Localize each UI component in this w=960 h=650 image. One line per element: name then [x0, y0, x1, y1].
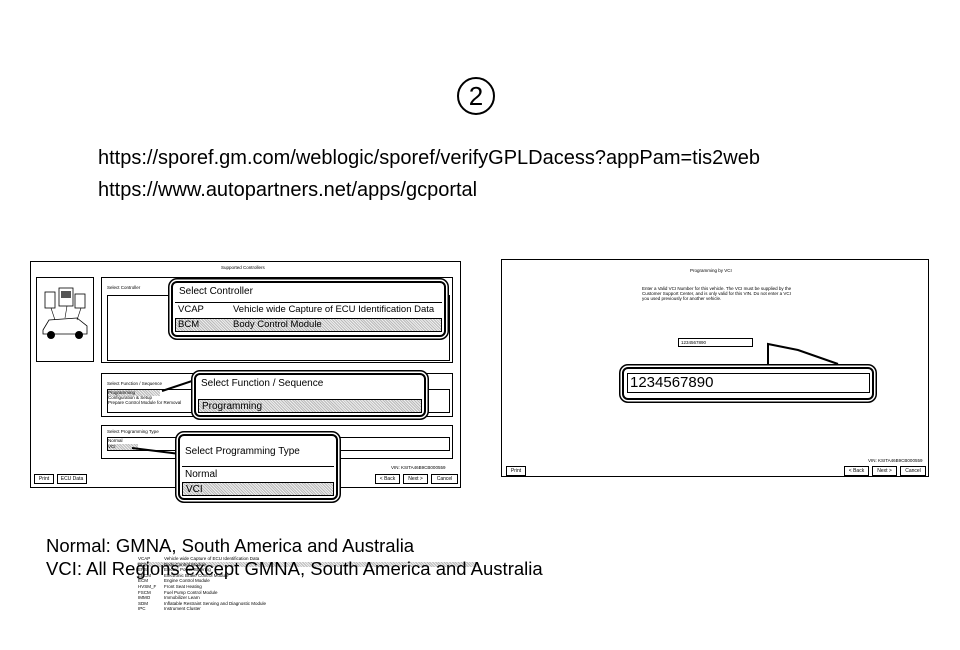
- callout-normal-text: Normal: [185, 469, 218, 480]
- callout-bcm-name: Body Control Module: [233, 319, 322, 330]
- controller-code: ECM: [138, 578, 148, 584]
- vci-callout-value: 1234567890: [627, 373, 870, 393]
- car-diagnostic-icon: [42, 287, 88, 339]
- callout-row-bcm[interactable]: BCM Body Control Module: [175, 318, 442, 332]
- callout-programming-text: Programming: [202, 401, 263, 412]
- callout-bcm-code: BCM: [178, 319, 200, 330]
- controller-row[interactable]: HVSM_F Front Seat Heating: [137, 584, 477, 590]
- callout-type-vci[interactable]: VCI: [182, 482, 334, 496]
- controller-row[interactable]: SDM Inflatable Restraint Sensing and Diag…: [137, 601, 477, 607]
- controller-name: Electric Power Steering: [164, 567, 211, 573]
- print-button[interactable]: Print: [34, 474, 54, 484]
- function-item-programming[interactable]: Programming: [108, 390, 160, 396]
- callout-vcap-code: VCAP: [178, 304, 204, 315]
- callout-vcap-name: Vehicle wide Capture of ECU Identificati…: [233, 304, 435, 315]
- callout-controller-title: Select Controller: [179, 286, 253, 297]
- back-button[interactable]: < Back: [375, 474, 400, 484]
- vci-instructions: Enter a Valid VCI Number for this vehicl…: [642, 286, 792, 301]
- controller-name: Engine Control Module: [164, 578, 210, 584]
- cancel-button[interactable]: Cancel: [431, 474, 458, 484]
- controller-row[interactable]: IMMO Immobilizer Learn: [137, 595, 477, 601]
- controller-row[interactable]: IPC Instrument Cluster: [137, 606, 477, 612]
- controller-code: EBCM: [138, 572, 152, 578]
- controller-name: Inflatable Restraint Sensing and Diagnos…: [164, 600, 267, 606]
- controller-row[interactable]: BCM Body Control Module: [137, 561, 477, 568]
- vci-input[interactable]: 1234567890: [678, 338, 753, 347]
- controller-row[interactable]: EPS Electric Power Steering: [137, 567, 477, 573]
- callout-type-normal[interactable]: Normal: [182, 466, 334, 481]
- controller-code: IMMO: [138, 595, 151, 601]
- callout-row-vcap[interactable]: VCAP Vehicle wide Capture of ECU Identif…: [175, 302, 442, 316]
- callout-type-title: Select Programming Type: [185, 446, 300, 457]
- vci-callout-pointer: [767, 342, 839, 368]
- controller-code: BCM: [138, 561, 148, 567]
- controller-name: Fuel Pump Control Module: [164, 589, 218, 595]
- note-normal: Normal: GMNA, South America and Australi…: [46, 535, 415, 556]
- controller-name: Body Control Module: [164, 561, 207, 567]
- type-callout-pointer: [131, 447, 181, 455]
- controller-code: HVSM_F: [138, 584, 157, 589]
- controller-code: SDM: [138, 600, 148, 606]
- vci-window-title: Programming by VCI: [690, 268, 732, 273]
- controller-row[interactable]: FSCM Fuel Pump Control Module: [137, 590, 477, 596]
- programming-type-normal[interactable]: Normal: [108, 438, 123, 443]
- controller-code: FSCM: [138, 589, 151, 595]
- programming-type-label: Select Programming Type: [107, 429, 159, 434]
- function-label: Select Function / Sequence: [107, 381, 163, 386]
- controller-code: VCAP: [138, 556, 151, 561]
- controller-row[interactable]: EBCM Electronic Brake Control Module: [137, 573, 477, 579]
- sporef-url[interactable]: https://sporef.gm.com/weblogic/sporef/ve…: [98, 147, 760, 169]
- controller-row[interactable]: ECM Engine Control Module: [137, 578, 477, 584]
- controller-row[interactable]: VCAP Vehicle wide Capture of ECU Identifi…: [137, 556, 477, 562]
- callout-function-selected[interactable]: Programming: [198, 399, 422, 413]
- controller-name: Front Seat Heating: [164, 584, 202, 589]
- vci-vin-label: VIN: KSITA46B9CB000559: [868, 458, 923, 463]
- vehicle-tool-image: [36, 277, 94, 362]
- vin-label: VIN: KSITA46B9CB000559: [391, 465, 446, 470]
- controller-name: Electronic Brake Control Module: [164, 572, 229, 578]
- vci-next-button[interactable]: Next >: [872, 466, 897, 476]
- controller-callout: Select Controller VCAP Vehicle wide Capt…: [171, 281, 446, 337]
- controller-name: Vehicle wide Capture of ECU Identificati…: [164, 556, 260, 561]
- controller-name: Immobilizer Learn: [164, 595, 200, 601]
- step-number-badge: 2: [457, 77, 495, 115]
- programming-type-callout: Select Programming Type Normal VCI: [178, 434, 338, 500]
- function-item-prepare-removal[interactable]: Prepare Control Module for Removal: [108, 400, 182, 405]
- vci-callout: 1234567890: [622, 367, 874, 400]
- next-button[interactable]: Next >: [403, 474, 428, 484]
- vci-cancel-button[interactable]: Cancel: [900, 466, 926, 476]
- vci-back-button[interactable]: < Back: [844, 466, 869, 476]
- select-controller-label: Select Controller: [107, 285, 141, 290]
- vci-print-button[interactable]: Print: [506, 466, 526, 476]
- window-title: Supported Controllers: [221, 265, 265, 270]
- controller-name: Instrument Cluster: [164, 606, 201, 612]
- note-vci: VCI: All Regions except GMNA, South Amer…: [46, 558, 543, 579]
- ecu-data-button[interactable]: ECU Data: [57, 474, 87, 484]
- function-callout: Select Function / Sequence Programming: [194, 373, 426, 417]
- gcportal-url[interactable]: https://www.autopartners.net/apps/gcport…: [98, 179, 478, 201]
- callout-function-title: Select Function / Sequence: [201, 378, 324, 389]
- programming-type-vci[interactable]: VCI: [108, 444, 138, 450]
- callout-vci-text: VCI: [186, 484, 203, 495]
- controller-code: IPC: [138, 606, 146, 612]
- function-item-configuration[interactable]: Configuration & Setup: [108, 395, 153, 400]
- controller-code: EPS: [138, 567, 148, 573]
